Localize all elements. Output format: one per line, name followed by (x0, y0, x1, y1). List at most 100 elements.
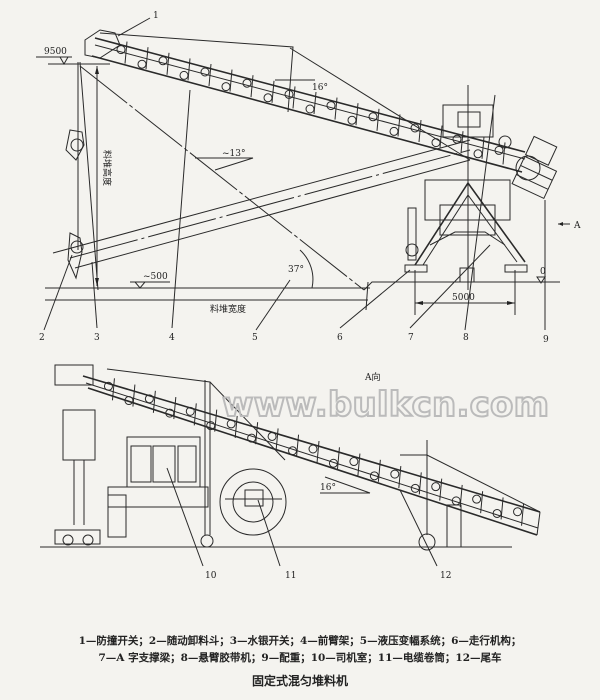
truss-member (187, 58, 191, 81)
truss-member (397, 114, 401, 137)
lower-boom (52, 139, 471, 269)
tail-car-bogie (54, 529, 101, 545)
truss-member (418, 472, 422, 495)
idler-roller (347, 115, 357, 125)
idler-roller (349, 457, 359, 467)
idler-roller (305, 104, 315, 114)
pile-angle: 37° (288, 265, 304, 275)
truss-member (336, 447, 340, 470)
tail-car-conveyor (82, 375, 541, 536)
part-number-3: 3 (94, 333, 100, 343)
idler-roller (242, 78, 252, 88)
truss-member (377, 459, 381, 482)
idler-roller (288, 446, 298, 456)
driver-cabin (126, 436, 201, 488)
hydraulic-cylinder (407, 207, 417, 261)
idler-roller (226, 419, 236, 429)
truss-member (271, 80, 275, 103)
part-number-8: 8 (463, 333, 469, 343)
boom-head (84, 29, 121, 59)
legend-line-2: 7—A 字支撑梁；8—悬臂胶带机；9—配重；10—司机室；11—电缆卷筒；12—… (98, 652, 502, 664)
legend-line-1: 1—防撞开关；2—随动卸料斗；3—水银开关；4—前臂架；5—液压变幅系统；6—走… (78, 635, 522, 647)
view-arrow-label: A (573, 221, 581, 231)
idler-roller (124, 396, 134, 406)
truss-member (418, 119, 422, 143)
truss-member (500, 497, 504, 520)
level-mark-icon (59, 56, 69, 66)
truss-member (502, 142, 506, 165)
truss-member (111, 378, 115, 401)
discharge-hopper-upper (65, 129, 85, 161)
idler-roller (369, 471, 379, 481)
truss-member (355, 103, 359, 126)
truss-member (152, 390, 156, 413)
truss-member (193, 403, 197, 426)
truss-member (481, 136, 485, 159)
pile-width-label: 料堆宽度 (210, 303, 246, 315)
idler-roller (116, 45, 126, 55)
idler-roller (431, 482, 441, 492)
level-mark-icon (133, 281, 147, 289)
part-number-6: 6 (337, 333, 343, 343)
elevation-view: 料堆高度 9500 ~500 料堆宽度 16° ~13° 37° (36, 11, 581, 345)
truss-member (166, 52, 170, 75)
side-view: A向 (40, 364, 541, 581)
idler-roller (144, 394, 154, 404)
idler-roller (267, 431, 277, 441)
part-number-12: 12 (440, 571, 451, 581)
truss-member (124, 41, 128, 64)
idler-roller (492, 508, 502, 518)
idler-roller (185, 406, 195, 416)
idler-roller (308, 444, 318, 454)
part-number-1: 1 (153, 11, 159, 21)
idler-roller (390, 469, 400, 479)
elevation-bottom: ~500 (143, 272, 168, 282)
discharge-hopper-lower (67, 232, 83, 280)
truss-member (275, 428, 279, 451)
lower-angle: ~13° (222, 149, 246, 159)
part-number-2: 2 (39, 333, 45, 343)
idler-roller (206, 421, 216, 431)
pile-height-label: 料堆高度 (101, 150, 113, 186)
idler-roller (473, 149, 483, 159)
idler-roller (472, 494, 482, 504)
idler-roller (158, 56, 168, 66)
part-number-5: 5 (252, 333, 258, 343)
truss-member (214, 409, 218, 432)
leader-lines (43, 17, 546, 331)
truss-member (357, 453, 361, 476)
idler-roller (326, 101, 336, 111)
idler-roller (513, 507, 523, 517)
watermark: www.bulkcn.com (222, 385, 552, 425)
elevation-top: 9500 (44, 47, 67, 57)
truss-member (480, 491, 484, 514)
truss-member (334, 97, 338, 120)
part-number-9: 9 (543, 335, 549, 345)
truss-member (173, 397, 177, 420)
idler-roller (247, 433, 257, 443)
part-number-7: 7 (408, 333, 414, 343)
truss-member (250, 75, 254, 98)
truss-member (292, 86, 296, 109)
idler-roller (221, 82, 231, 92)
head-box (54, 364, 94, 386)
idler-roller (389, 126, 399, 136)
truss-member (398, 466, 402, 489)
tie-rod-2 (289, 47, 471, 161)
truss-member (316, 440, 320, 464)
counterweight (511, 135, 558, 200)
idler-roller (137, 59, 147, 69)
side-view-title: A向 (364, 371, 381, 383)
wheel (200, 534, 214, 548)
truss-member (376, 108, 380, 131)
idler-roller (494, 145, 504, 155)
figure-title: 固定式混匀堆料机 (251, 674, 348, 688)
truss-member (208, 63, 212, 87)
truss-member (145, 47, 149, 70)
idler-roller (263, 93, 273, 103)
idler-roller (179, 70, 189, 80)
truss-member (459, 484, 463, 507)
idler-roller (200, 67, 210, 77)
stacker-machine (404, 85, 558, 290)
boom-angle: 16° (312, 83, 328, 93)
